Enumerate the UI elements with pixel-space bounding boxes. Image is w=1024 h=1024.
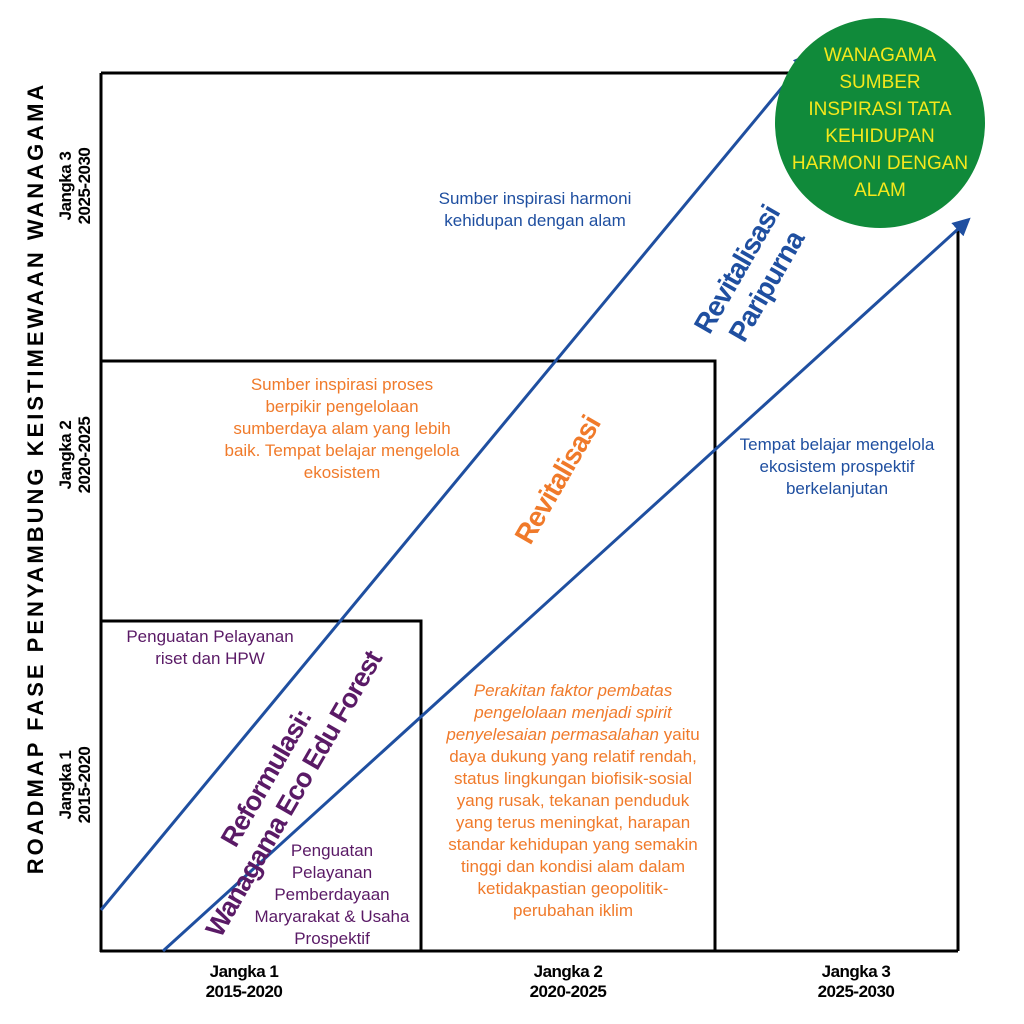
y-label-jangka-2-name: Jangka 2 — [56, 420, 75, 490]
x-label-jangka-3-years: 2025-2030 — [817, 982, 895, 1001]
lower-arrow — [161, 217, 971, 953]
upper-arrow — [99, 52, 812, 911]
goal-circle: WANAGAMA SUMBER INSPIRASI TATA KEHIDUPAN… — [775, 18, 985, 228]
y-label-jangka-3: Jangka 3 2025-2030 — [56, 148, 94, 225]
y-label-jangka-2: Jangka 2 2020-2025 — [56, 417, 94, 494]
x-label-jangka-3: Jangka 3 2025-2030 — [818, 962, 895, 1002]
x-label-jangka-2-name: Jangka 2 — [533, 962, 603, 981]
x-label-jangka-1-years: 2015-2020 — [205, 982, 283, 1001]
x-label-jangka-2: Jangka 2 2020-2025 — [530, 962, 607, 1002]
y-label-jangka-1: Jangka 1 2015-2020 — [56, 747, 94, 824]
y-label-jangka-3-name: Jangka 3 — [56, 151, 75, 221]
note-jangka-2-bottom-text: yaitu daya dukung yang relatif rendah, s… — [448, 725, 700, 920]
x-label-jangka-1: Jangka 1 2015-2020 — [206, 962, 283, 1002]
y-label-jangka-2-years: 2020-2025 — [75, 416, 94, 494]
note-jangka-3-top: Sumber inspirasi harmoni kehidupan denga… — [438, 189, 632, 230]
note-jangka-1-top: Penguatan Pelayanan riset dan HPW — [126, 627, 294, 668]
goal-text: WANAGAMA SUMBER INSPIRASI TATA KEHIDUPAN… — [791, 45, 969, 201]
note-jangka-1-bottom: Penguatan Pelayanan Pemberdayaan Maryara… — [254, 841, 410, 948]
y-label-jangka-3-years: 2025-2030 — [75, 147, 94, 225]
box-jangka-2 — [101, 359, 717, 951]
note-jangka-2-bottom: Perakitan faktor pembatas pengelolaan me… — [438, 680, 708, 922]
note-jangka-2-bottom-italic: Perakitan faktor pembatas pengelolaan me… — [446, 681, 673, 744]
note-jangka-3-right: Tempat belajar mengelola ekosistem prosp… — [739, 435, 935, 498]
x-label-jangka-1-name: Jangka 1 — [209, 962, 279, 981]
note-jangka-2-top: Sumber inspirasi proses berpikir pengelo… — [224, 375, 460, 482]
y-label-jangka-1-name: Jangka 1 — [56, 750, 75, 820]
x-label-jangka-2-years: 2020-2025 — [529, 982, 607, 1001]
box-jangka-1 — [101, 619, 423, 951]
x-label-jangka-3-name: Jangka 3 — [821, 962, 891, 981]
y-label-jangka-1-years: 2015-2020 — [75, 746, 94, 824]
diagram-title: ROADMAP FASE PENYAMBUNG KEISTIMEWAAN WAN… — [23, 81, 48, 875]
